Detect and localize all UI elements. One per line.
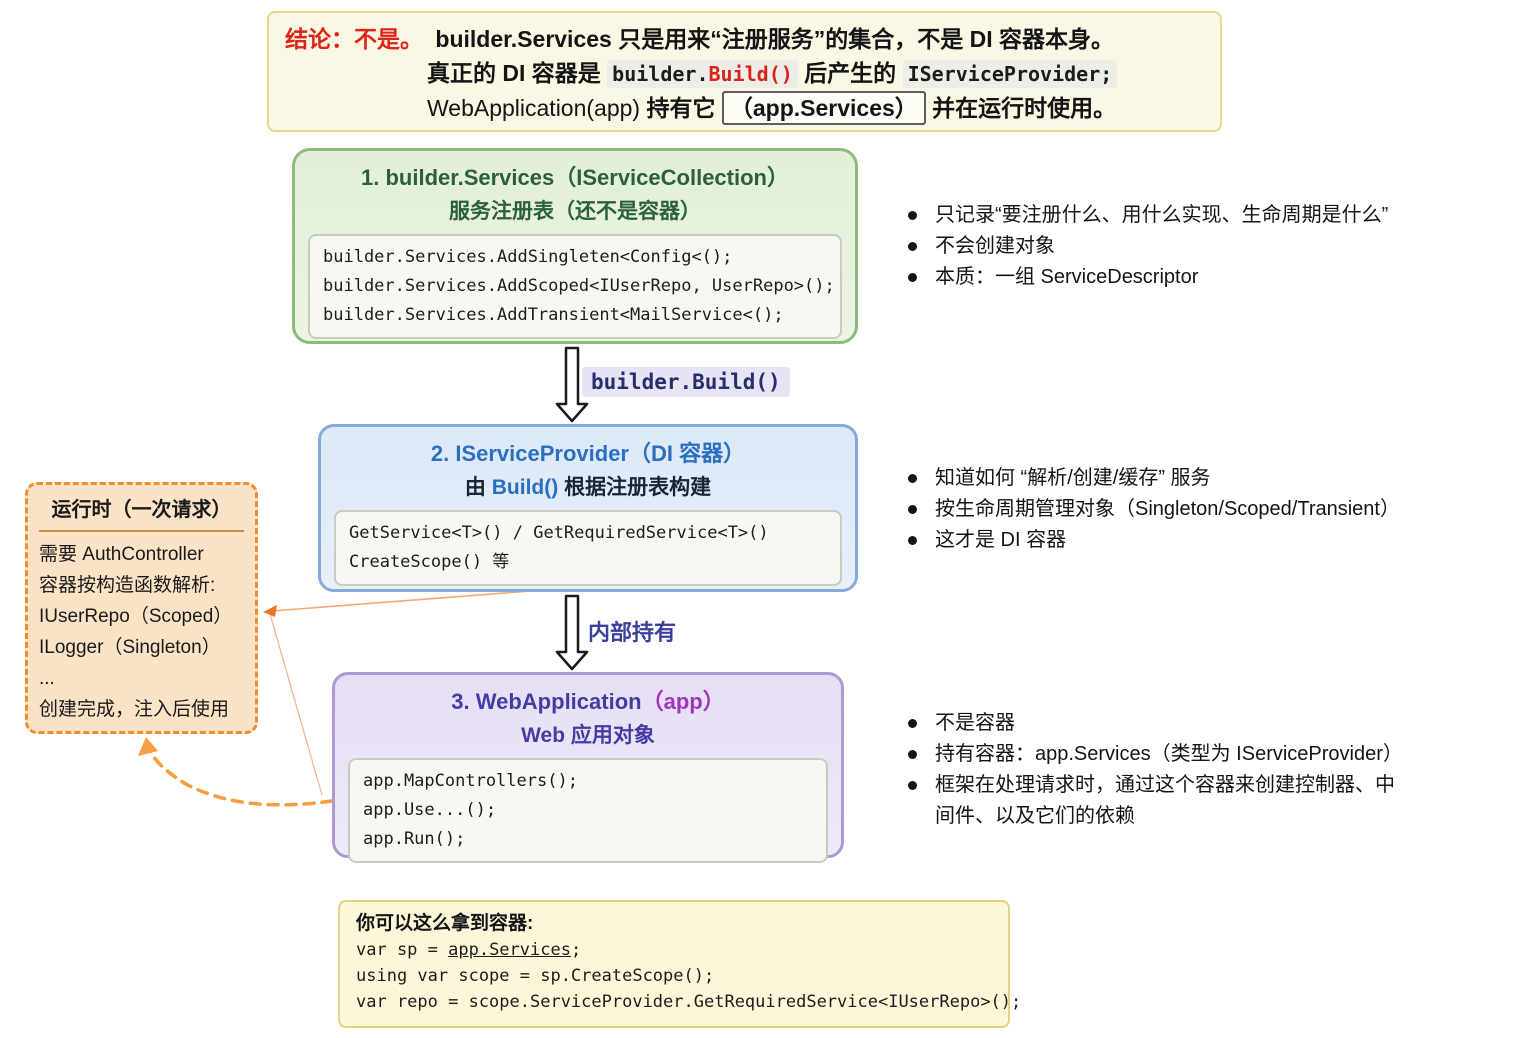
- stage2-subtitle-suffix: 根据注册表构建: [558, 476, 712, 499]
- stage2-title: 2. IServiceProvider（DI 容器）: [430, 441, 746, 466]
- list-item: 框架在处理请求时，通过这个容器来创建控制器、中间件、以及它们的依赖: [908, 770, 1508, 832]
- build-code-chip: builder.Build(): [607, 60, 798, 88]
- bullet-icon: [908, 273, 917, 282]
- stage3-title-paren: （app）: [641, 689, 725, 714]
- note-line1-prefix: var sp =: [356, 940, 449, 960]
- list-item: 本质：一组 ServiceDescriptor: [908, 262, 1508, 293]
- bullet-text: 框架在处理请求时，通过这个容器来创建控制器、中间件、以及它们的依赖: [935, 774, 1395, 827]
- note-code-line: var repo = scope.ServiceProvider.GetRequ…: [356, 992, 1022, 1012]
- runtime-line: ILogger（Singleton）: [39, 637, 221, 658]
- note-code-line: using var scope = sp.CreateScope();: [356, 966, 715, 986]
- iserviceprovider-chip: IServiceProvider;: [902, 60, 1118, 88]
- runtime-line: 容器按构造函数解析:: [39, 575, 216, 596]
- conclusion-text-3a: WebApplication(app): [427, 95, 641, 121]
- runtime-line: 需要 AuthController: [39, 544, 204, 565]
- stage-box-servicecollection: 1. builder.Services（IServiceCollection） …: [292, 148, 858, 344]
- code-line: builder.Services.AddTransient<MailServic…: [323, 305, 784, 325]
- list-item: 这才是 DI 容器: [908, 525, 1508, 556]
- code-line: builder.Services.AddScoped<IUserRepo, Us…: [323, 276, 835, 296]
- conclusion-line-3: WebApplication(app) 持有它 （app.Services） 并…: [427, 91, 1220, 125]
- stage-box-iserviceprovider: 2. IServiceProvider（DI 容器） 由 Build() 根据注…: [318, 424, 858, 592]
- note-title: 你可以这么拿到容器:: [356, 913, 534, 934]
- stage3-code-panel: app.MapControllers(); app.Use...(); app.…: [348, 758, 828, 863]
- stage1-bullet-list: 只记录“要注册什么、用什么实现、生命周期是什么” 不会创建对象 本质：一组 Se…: [908, 200, 1508, 293]
- stage1-code-panel: builder.Services.AddSingleten<Config<();…: [308, 234, 842, 339]
- list-item: 不会创建对象: [908, 231, 1508, 262]
- code-line: app.MapControllers();: [363, 771, 578, 791]
- bullet-text: 持有容器：app.Services（类型为 IServiceProvider）: [935, 743, 1403, 765]
- stage3-bullet-list: 不是容器 持有容器：app.Services（类型为 IServiceProvi…: [908, 708, 1508, 832]
- code-line: app.Use...();: [363, 800, 497, 820]
- flow-arrow-holds: [555, 594, 589, 671]
- conclusion-text-3c: 并在运行时使用。: [925, 95, 1117, 121]
- list-item: 持有容器：app.Services（类型为 IServiceProvider）: [908, 739, 1508, 770]
- stage3-title-main: 3. WebApplication: [451, 689, 642, 714]
- stage2-subtitle: 由 Build() 根据注册表构建: [321, 471, 855, 501]
- bullet-text: 不是容器: [935, 712, 1015, 734]
- bullet-icon: [908, 474, 917, 483]
- runtime-lines: 需要 AuthController 容器按构造函数解析: IUserRepo（S…: [39, 539, 244, 725]
- bullet-icon: [908, 536, 917, 545]
- container-access-note: 你可以这么拿到容器: var sp = app.Services; using …: [338, 900, 1022, 1028]
- bullet-icon: [908, 242, 917, 251]
- runtime-dashed-arrow: [138, 737, 334, 807]
- list-item: 只记录“要注册什么、用什么实现、生命周期是什么”: [908, 200, 1508, 231]
- conclusion-text-2a: 真正的 DI 容器是: [427, 60, 608, 86]
- bullet-text: 不会创建对象: [935, 235, 1055, 257]
- note-line1-suffix: ;: [570, 940, 582, 960]
- code-line: app.Run();: [363, 829, 466, 849]
- build-code-red: Build(): [708, 62, 793, 86]
- holds-arrow-label: 内部持有: [588, 620, 677, 645]
- list-item: 不是容器: [908, 708, 1508, 739]
- stage1-title: 1. builder.Services（IServiceCollection）: [361, 165, 789, 190]
- bullet-icon: [908, 505, 917, 514]
- stage2-bullet-list: 知道如何 “解析/创建/缓存” 服务 按生命周期管理对象（Singleton/S…: [908, 463, 1508, 556]
- list-item: 按生命周期管理对象（Singleton/Scoped/Transient）: [908, 494, 1508, 525]
- runtime-line: ...: [39, 668, 55, 689]
- conclusion-box: 结论：不是。 builder.Services 只是用来“注册服务”的集合，不是…: [267, 11, 1222, 132]
- bullet-text: 这才是 DI 容器: [935, 529, 1067, 551]
- stage2-code-panel: GetService<T>() / GetRequiredService<T>(…: [334, 510, 842, 586]
- bullet-text: 只记录“要注册什么、用什么实现、生命周期是什么”: [935, 204, 1389, 226]
- stage2-subtitle-build: Build(): [491, 476, 559, 499]
- conclusion-text-1: builder.Services 只是用来“注册服务”的集合，不是 DI 容器本…: [435, 26, 1114, 52]
- build-arrow-label: builder.Build(): [582, 367, 790, 397]
- conclusion-label: 结论：不是。: [285, 26, 423, 52]
- code-line: CreateScope() 等: [349, 552, 510, 572]
- bullet-icon: [908, 719, 917, 728]
- conclusion-text-3b: 持有它: [640, 95, 722, 121]
- app-services-boxed: （app.Services）: [721, 91, 926, 125]
- bullet-icon: [908, 211, 917, 220]
- stage2-subtitle-prefix: 由: [464, 476, 492, 499]
- bullet-text: 本质：一组 ServiceDescriptor: [935, 266, 1199, 288]
- conclusion-line-1: 结论：不是。 builder.Services 只是用来“注册服务”的集合，不是…: [285, 22, 1220, 56]
- runtime-line: IUserRepo（Scoped）: [39, 606, 233, 627]
- bullet-icon: [908, 750, 917, 759]
- conclusion-text-2b: 后产生的: [797, 60, 903, 86]
- runtime-line: 创建完成，注入后使用: [39, 699, 230, 720]
- conclusion-line-2: 真正的 DI 容器是 builder.Build() 后产生的 IService…: [427, 56, 1220, 91]
- code-line: builder.Services.AddSingleten<Config<();: [323, 247, 733, 267]
- stage1-subtitle: 服务注册表（还不是容器）: [449, 200, 701, 223]
- list-item: 知道如何 “解析/创建/缓存” 服务: [908, 463, 1508, 494]
- code-line: GetService<T>() / GetRequiredService<T>(…: [349, 523, 769, 543]
- stage3-title: 3. WebApplication（app）: [335, 684, 841, 716]
- runtime-title: 运行时（一次请求）: [39, 493, 244, 532]
- stage-box-webapplication: 3. WebApplication（app） Web 应用对象 app.MapC…: [332, 672, 844, 863]
- build-code-dark: builder.: [612, 62, 709, 86]
- bullet-icon: [908, 781, 917, 790]
- note-line1-underlined: app.Services: [448, 940, 571, 960]
- bullet-text: 知道如何 “解析/创建/缓存” 服务: [935, 467, 1211, 489]
- runtime-request-box: 运行时（一次请求） 需要 AuthController 容器按构造函数解析: I…: [25, 482, 258, 734]
- note-code-line: var sp = app.Services;: [356, 937, 992, 963]
- stage3-subtitle: Web 应用对象: [521, 724, 655, 747]
- bullet-text: 按生命周期管理对象（Singleton/Scoped/Transient）: [935, 498, 1400, 520]
